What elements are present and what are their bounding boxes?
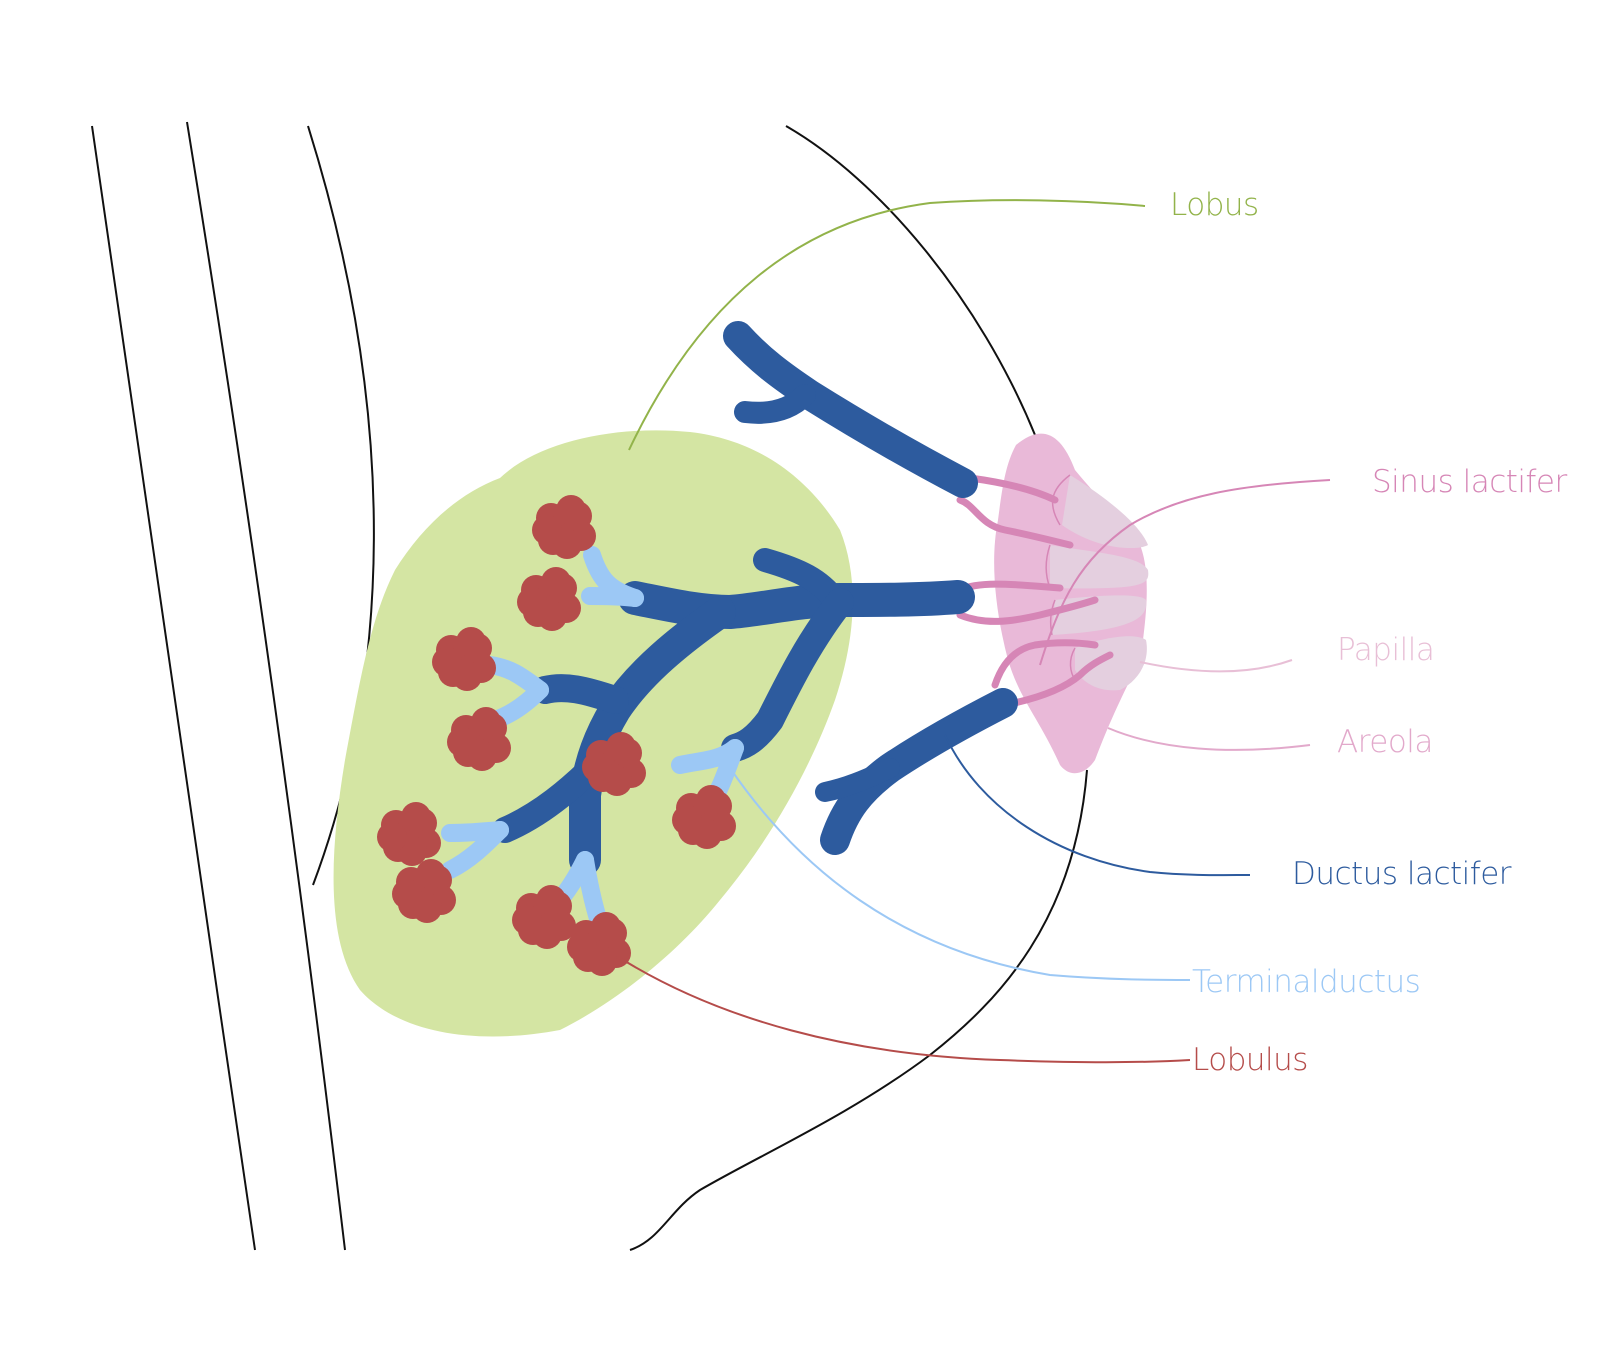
label-lobulus: Lobulus — [1192, 1042, 1308, 1078]
lobulus-cluster — [377, 802, 441, 866]
leader-terminal — [729, 767, 1191, 981]
label-papilla: Papilla — [1337, 632, 1434, 668]
label-terminalductus: Terminalductus — [1192, 964, 1420, 1000]
leader-areola — [1107, 727, 1311, 751]
nipple-complex — [994, 433, 1149, 774]
label-ductus-lactifer: Ductus lactifer — [1292, 856, 1512, 892]
lobulus-cluster — [447, 707, 511, 771]
lobulus-cluster — [512, 885, 576, 949]
lobulus-cluster — [517, 567, 581, 631]
papilla-segment-2 — [1050, 545, 1149, 589]
lobulus-cluster — [432, 627, 496, 691]
leader-lobulus — [619, 957, 1191, 1064]
lobulus-cluster — [532, 495, 596, 559]
label-lobus: Lobus — [1170, 187, 1259, 223]
label-sinus-lactifer: Sinus lactifer — [1372, 464, 1567, 500]
chest-wall-lines — [91, 121, 1088, 1251]
label-areola: Areola — [1337, 724, 1433, 760]
sinus-lactifer-ducts — [956, 474, 1114, 709]
leader-lines — [619, 199, 1331, 1064]
leader-ductus — [944, 734, 1251, 877]
leader-papilla — [1139, 659, 1293, 673]
chest-wall-line-outer — [91, 125, 256, 1251]
breast-outline-lower — [629, 769, 1088, 1251]
chest-wall-line-middle — [186, 121, 346, 1251]
lobulus-cluster — [582, 732, 646, 796]
papilla-segment-1 — [1062, 475, 1148, 549]
labels: Lobus Sinus lactifer Papilla Areola Duct… — [1170, 187, 1568, 1078]
lobulus-cluster — [392, 859, 456, 923]
leader-sinus — [1039, 479, 1331, 666]
lobulus-cluster — [672, 785, 736, 849]
leader-lobus — [628, 199, 1146, 451]
papilla-segment-4 — [1075, 636, 1147, 691]
lobulus-clusters — [377, 495, 736, 976]
breast-outline-upper — [785, 125, 1036, 436]
